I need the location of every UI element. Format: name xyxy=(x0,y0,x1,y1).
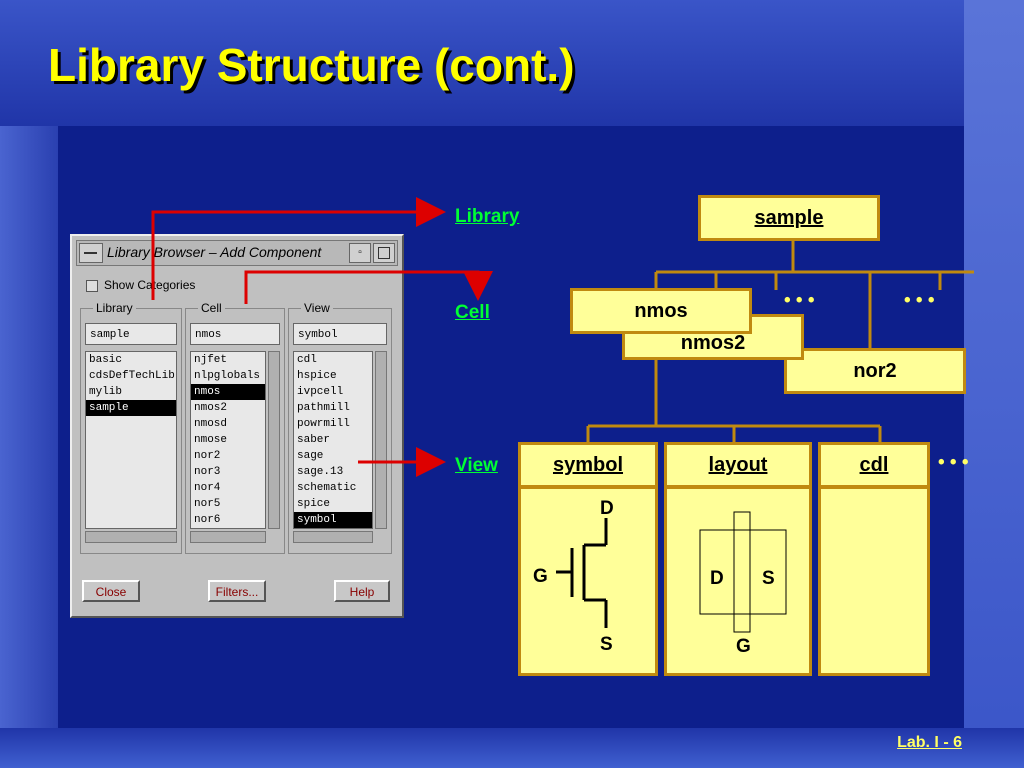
cell-list-item[interactable]: nlpglobals xyxy=(194,370,261,382)
slide-title: Library Structure (cont.) xyxy=(48,39,575,91)
ellipsis-views: • • • xyxy=(938,452,969,473)
cell-list-item[interactable]: nmos xyxy=(191,384,265,400)
cell-arrow xyxy=(244,270,493,304)
view-list-item[interactable]: sage.13 xyxy=(297,466,344,478)
ellipsis-cells-1: • • • xyxy=(784,290,815,311)
view-list-item[interactable]: saber xyxy=(297,434,331,446)
layout-pin-d: D xyxy=(710,568,724,589)
cell-list-item[interactable]: nor4 xyxy=(194,482,221,494)
view-list-item[interactable]: ivpcell xyxy=(297,386,344,398)
cell-list-item[interactable]: nmose xyxy=(194,434,228,446)
view-link[interactable]: View xyxy=(455,455,498,476)
right-band xyxy=(964,0,1024,768)
left-band xyxy=(0,126,58,768)
window-menu-icon[interactable] xyxy=(79,243,103,263)
cell-list-item[interactable]: njfet xyxy=(194,354,228,366)
view-hscrollbar[interactable] xyxy=(293,531,373,543)
library-list[interactable]: basic cdsDefTechLib mylib sample xyxy=(85,351,177,529)
library-link[interactable]: Library xyxy=(455,206,520,227)
filters-button[interactable]: Filters... xyxy=(208,580,266,602)
show-categories-label: Show Categories xyxy=(104,278,196,292)
view-group: View symbol cdl hspice ivpcell pathmill powr… xyxy=(288,301,392,554)
library-arrow xyxy=(151,197,446,300)
cell-list-item[interactable]: nor6 xyxy=(194,514,221,526)
view-field[interactable]: symbol xyxy=(293,323,387,345)
library-browser-window: Library Browser – Add Component ▫ Show C… xyxy=(70,234,404,618)
checkbox-icon[interactable] xyxy=(86,279,98,292)
cell-list-item[interactable]: nmosd xyxy=(194,418,228,430)
library-box-label: sample xyxy=(754,207,824,229)
library-list-item[interactable]: cdsDefTechLib xyxy=(89,370,175,382)
library-group: Library sample basic cdsDefTechLib mylib sa… xyxy=(80,301,182,554)
library-list-item[interactable]: sample xyxy=(86,400,176,416)
view-list-item[interactable]: cdl xyxy=(297,354,317,366)
cell-box-label: nor2 xyxy=(853,360,897,382)
header-band xyxy=(0,0,1024,126)
library-list-item[interactable]: mylib xyxy=(89,386,123,398)
view-list-item[interactable]: pathmill xyxy=(297,402,350,414)
layout-pin-s: S xyxy=(762,568,775,589)
symbol-pin-s: S xyxy=(600,634,613,655)
cell-list-item[interactable]: nor2 xyxy=(194,450,221,462)
view-list[interactable]: cdl hspice ivpcell pathmill powrmill saber sag… xyxy=(293,351,373,529)
cell-list-item[interactable]: nor5 xyxy=(194,498,221,510)
view-box-label: symbol xyxy=(552,454,624,476)
view-list-item[interactable]: symbol xyxy=(294,512,372,528)
maximize-icon[interactable] xyxy=(373,243,395,263)
symbol-panel xyxy=(518,486,658,676)
window-titlebar[interactable]: Library Browser – Add Component ▫ xyxy=(76,240,398,266)
library-box: sample xyxy=(698,195,880,241)
cell-vscrollbar[interactable] xyxy=(268,351,280,529)
close-button[interactable]: Close xyxy=(82,580,140,602)
view-box-label: cdl xyxy=(859,454,889,476)
layout-pin-g: G xyxy=(736,636,751,657)
view-list-item[interactable]: spice xyxy=(297,498,331,510)
view-list-item[interactable]: hspice xyxy=(297,370,337,382)
cell-group-label: Cell xyxy=(198,301,225,315)
show-categories-checkbox[interactable]: Show Categories xyxy=(86,278,195,292)
library-field[interactable]: sample xyxy=(85,323,177,345)
view-box-label: layout xyxy=(708,454,768,476)
library-hscrollbar[interactable] xyxy=(85,531,177,543)
cell-field[interactable]: nmos xyxy=(190,323,280,345)
minimize-icon[interactable]: ▫ xyxy=(349,243,371,263)
library-list-item[interactable]: basic xyxy=(89,354,123,366)
help-button[interactable]: Help xyxy=(334,580,390,602)
cell-box-label: nmos xyxy=(634,300,688,322)
view-list-item[interactable]: schematic xyxy=(297,482,357,494)
symbol-pin-g: G xyxy=(533,566,548,587)
view-vscrollbar[interactable] xyxy=(375,351,387,529)
slide-number: Lab. I - 6 xyxy=(897,734,962,751)
symbol-pin-d: D xyxy=(600,498,614,519)
cell-list-item[interactable]: nmos2 xyxy=(194,402,228,414)
view-group-label: View xyxy=(301,301,333,315)
cdl-panel xyxy=(818,486,930,676)
cell-box-nor2: nor2 xyxy=(784,348,966,394)
ellipsis-cells-2: • • • xyxy=(904,290,935,311)
cell-link[interactable]: Cell xyxy=(455,302,490,323)
cell-hscrollbar[interactable] xyxy=(190,531,266,543)
window-title: Library Browser – Add Component xyxy=(107,244,322,260)
cell-list[interactable]: njfet nlpglobals nmos nmos2 nmosd nmose nor2 no… xyxy=(190,351,266,529)
view-box-cdl: cdl xyxy=(818,442,930,488)
cell-box-label: nmos2 xyxy=(680,332,746,354)
view-list-item[interactable]: sage xyxy=(297,450,324,462)
cell-box-nmos: nmos xyxy=(570,288,752,334)
view-list-item[interactable]: powrmill xyxy=(297,418,350,430)
footer-band xyxy=(0,728,1024,768)
layout-panel xyxy=(664,486,812,676)
cell-list-item[interactable]: nor3 xyxy=(194,466,221,478)
library-group-label: Library xyxy=(93,301,136,315)
